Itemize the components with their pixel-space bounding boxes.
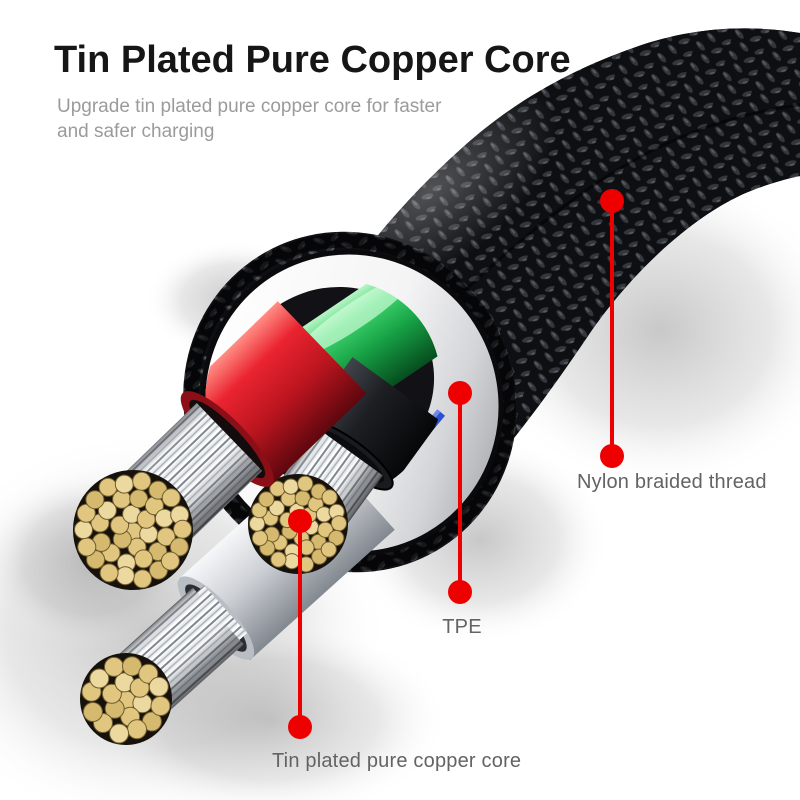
red-wire [73, 301, 367, 590]
tin-copper-strands [80, 653, 172, 745]
header: Tin Plated Pure Copper Core Upgrade tin … [54, 39, 571, 145]
pointer-dot [600, 444, 624, 468]
annotation-label-tpe: TPE [442, 616, 482, 638]
tin-copper-bundle-d [80, 653, 172, 745]
pointer-dot [448, 580, 472, 604]
tin-copper-strands [73, 470, 193, 590]
annotation-label-nylon: Nylon braided thread [577, 471, 767, 493]
tin-copper-bundle-b [73, 470, 193, 590]
pointer-line [610, 201, 614, 456]
pointer-line [458, 393, 462, 592]
pointer-line [298, 521, 302, 727]
annotation-label-tin-core: Tin plated pure copper core [272, 750, 522, 772]
pointer-dot [448, 381, 472, 405]
page-subtitle: Upgrade tin plated pure copper core for … [57, 95, 442, 143]
pointer-dot [600, 189, 624, 213]
pointer-dot [288, 509, 312, 533]
page-title: Tin Plated Pure Copper Core [54, 39, 571, 81]
pointer-dot [288, 715, 312, 739]
